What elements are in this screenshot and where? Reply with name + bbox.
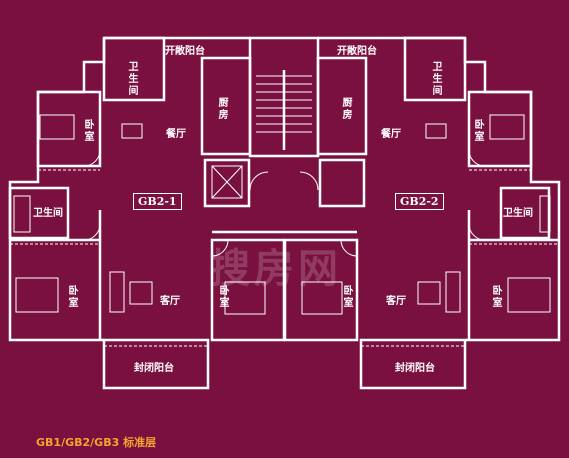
bathroom-left-top-label: 卫生间 <box>128 62 139 97</box>
bedroom-left-top-label: 卧室 <box>84 120 95 143</box>
unit-right-tag: GB2-2 <box>395 193 444 210</box>
living-left-label: 客厅 <box>160 296 180 307</box>
watermark: 搜房网 <box>210 246 342 292</box>
elevator-icon <box>211 165 243 199</box>
bathroom-left-mid-label: 卫生间 <box>33 208 63 219</box>
bedroom-left-mid-label: 卧室 <box>219 286 230 309</box>
floor-caption: GB1/GB2/GB3 标准层 <box>36 436 157 449</box>
furniture <box>13 114 551 315</box>
stair-steps <box>256 75 312 133</box>
bathroom-right-mid-label: 卫生间 <box>503 208 533 219</box>
open-balcony-right-label: 开敞阳台 <box>337 46 377 57</box>
closed-balcony-left-label: 封闭阳台 <box>134 363 174 374</box>
window-lines <box>10 169 559 347</box>
door-arcs <box>83 149 486 257</box>
dining-left-label: 餐厅 <box>166 129 186 140</box>
walls <box>8 36 561 390</box>
open-balcony-left-label: 开敞阳台 <box>165 46 205 57</box>
bedroom-right-main-label: 卧室 <box>492 286 503 309</box>
kitchen-left-label: 厨房 <box>218 98 229 121</box>
bedroom-left-main-label: 卧室 <box>68 286 79 309</box>
closed-balcony-right-label: 封闭阳台 <box>395 363 435 374</box>
living-right-label: 客厅 <box>386 296 406 307</box>
bathroom-right-top-label: 卫生间 <box>432 62 443 97</box>
bedroom-right-top-label: 卧室 <box>474 120 485 143</box>
unit-left-tag: GB2-1 <box>133 193 182 210</box>
kitchen-right-label: 厨房 <box>342 98 353 121</box>
dining-right-label: 餐厅 <box>381 129 401 140</box>
bedroom-right-mid-label: 卧室 <box>343 286 354 309</box>
